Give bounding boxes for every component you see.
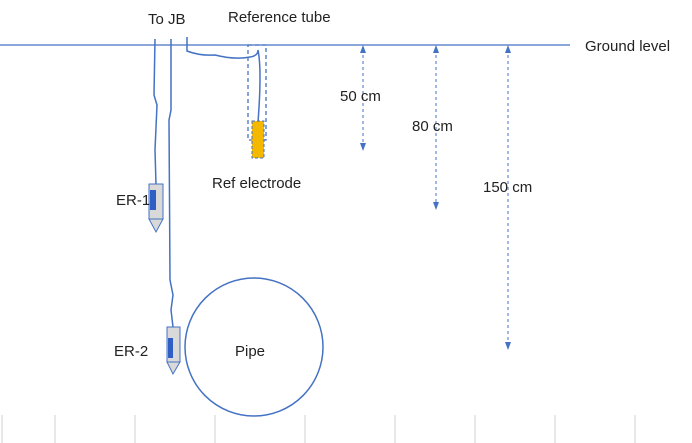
er1-label: ER-1 <box>116 192 150 209</box>
reference-tube-label: Reference tube <box>228 9 331 26</box>
pipe-label: Pipe <box>235 343 265 360</box>
ground-level-label: Ground level <box>585 38 670 55</box>
pipe <box>184 277 324 417</box>
er1-probe <box>148 183 164 234</box>
ref-electrode-label: Ref electrode <box>212 175 301 192</box>
er2-probe <box>166 326 181 376</box>
depth-label-80cm: 80 cm <box>412 118 453 135</box>
ref-electrode <box>251 120 265 159</box>
ref-cable <box>186 37 261 123</box>
er1-cable <box>153 38 158 186</box>
depth-label-150cm: 150 cm <box>483 179 532 196</box>
er2-label: ER-2 <box>114 343 148 360</box>
depth-label-50cm: 50 cm <box>340 88 381 105</box>
grid-ticks <box>1 415 636 443</box>
to-jb-label: To JB <box>148 11 186 28</box>
er2-cable <box>168 39 174 328</box>
